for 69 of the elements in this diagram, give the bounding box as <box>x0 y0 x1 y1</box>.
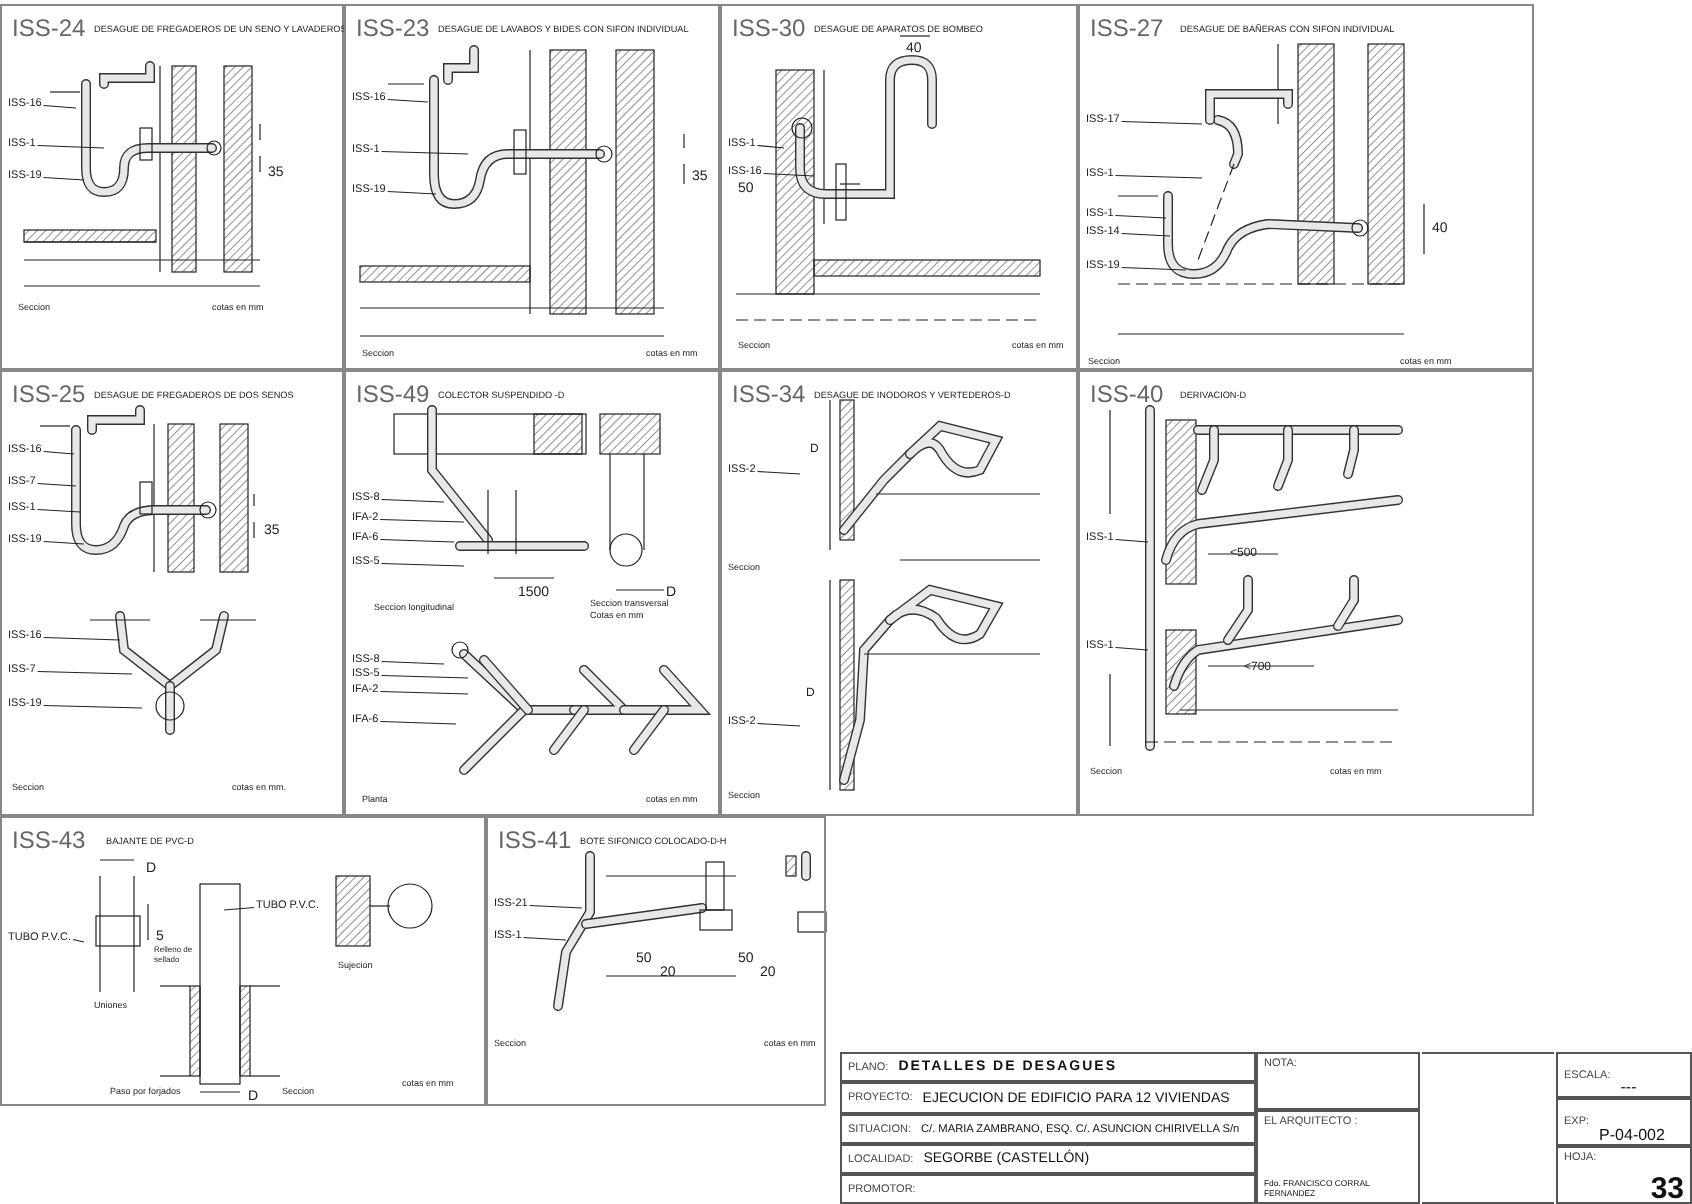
leader-line <box>763 172 815 177</box>
detail-panel <box>344 370 720 816</box>
leader-line <box>380 150 469 155</box>
leader-line <box>756 470 801 475</box>
detail-title: ISS-30 <box>732 16 806 40</box>
leader-line <box>387 190 437 195</box>
title-block-cell <box>840 1144 1256 1174</box>
leader-line <box>379 720 457 725</box>
leader-line <box>1114 646 1149 651</box>
leader-line <box>380 660 445 665</box>
detail-panel <box>720 370 1078 816</box>
title-block-cell <box>1256 1110 1420 1204</box>
leader-line <box>379 518 465 523</box>
leader-line <box>223 906 255 911</box>
leader-line <box>43 636 121 641</box>
leader-line <box>380 562 465 567</box>
detail-title: ISS-49 <box>356 382 430 406</box>
detail-title: ISS-40 <box>1090 382 1164 406</box>
detail-panel <box>0 816 486 1106</box>
field-value: 33 <box>1650 1174 1684 1204</box>
detail-panel <box>720 4 1078 370</box>
leader-line <box>36 144 105 149</box>
leader-line <box>43 176 85 181</box>
detail-title: ISS-41 <box>498 828 572 852</box>
leader-line <box>36 482 77 487</box>
field-value: --- <box>1620 1078 1637 1096</box>
detail-panel <box>486 816 826 1106</box>
title-block-cell <box>1556 1098 1692 1146</box>
detail-title: ISS-25 <box>12 382 86 406</box>
detail-panel <box>0 4 344 370</box>
detail-title: ISS-43 <box>12 828 86 852</box>
detail-title: ISS-24 <box>12 16 86 40</box>
leader-line <box>380 674 469 679</box>
leader-line <box>72 938 85 943</box>
leader-line <box>387 98 429 103</box>
leader-line <box>43 104 77 109</box>
leader-line <box>522 936 567 941</box>
leader-line <box>1114 538 1149 543</box>
leader-line <box>1121 266 1187 271</box>
leader-line <box>379 538 455 543</box>
leader-line <box>1121 232 1171 237</box>
title-block-cell <box>840 1174 1256 1204</box>
leader-line <box>1114 174 1203 179</box>
title-block-cell <box>840 1082 1256 1114</box>
leader-line <box>380 498 445 503</box>
detail-panel <box>0 370 344 816</box>
title-block-cell <box>840 1114 1256 1144</box>
title-block-cell <box>840 1052 1256 1082</box>
leader-line <box>43 704 143 709</box>
detail-panel <box>1078 4 1534 370</box>
detail-panel <box>344 4 720 370</box>
leader-line <box>1114 214 1167 219</box>
leader-line <box>379 690 469 695</box>
detail-title: ISS-27 <box>1090 16 1164 40</box>
leader-line <box>43 540 85 545</box>
title-block-cell <box>1256 1052 1420 1110</box>
detail-title: ISS-23 <box>356 16 430 40</box>
leader-line <box>36 670 133 675</box>
leader-line <box>529 904 583 909</box>
title-block-cell <box>1556 1146 1692 1204</box>
title-block-cell <box>1556 1052 1692 1098</box>
detail-panel <box>1078 370 1534 816</box>
leader-line <box>756 722 801 727</box>
leader-line <box>43 450 75 455</box>
leader-line <box>36 508 81 513</box>
field-value: P-04-002 <box>1599 1126 1665 1144</box>
leader-line <box>756 144 785 149</box>
leader-line <box>1121 120 1203 125</box>
detail-title: ISS-34 <box>732 382 806 406</box>
